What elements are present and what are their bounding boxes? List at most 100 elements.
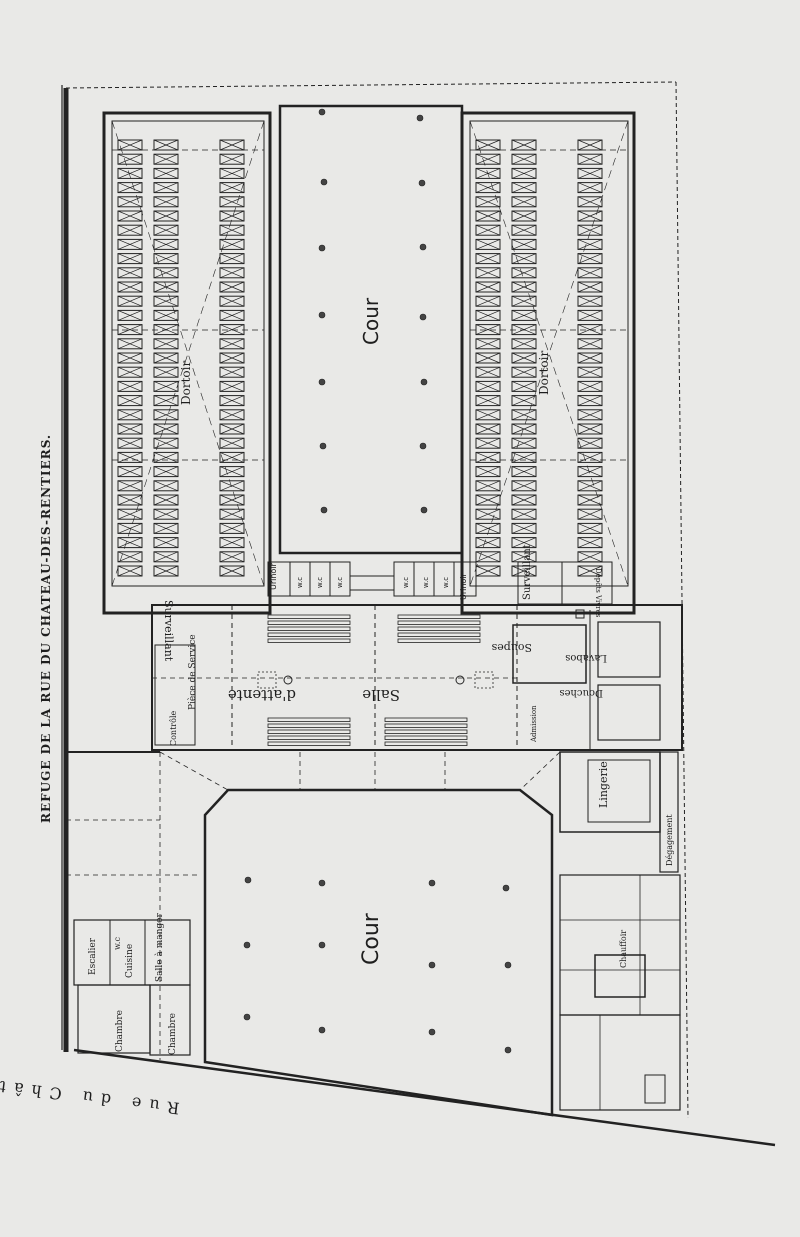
bed (577, 238, 603, 250)
bed-cross (153, 437, 179, 449)
bed (153, 437, 179, 449)
bed (475, 537, 501, 549)
bed (577, 522, 603, 534)
bed (117, 522, 143, 534)
bed-cross (577, 352, 603, 364)
tree (428, 1028, 436, 1036)
bed (475, 182, 501, 194)
bed (153, 565, 179, 577)
bed-cross (117, 551, 143, 563)
bed-cross (153, 508, 179, 520)
bed-cross (219, 267, 245, 279)
bed (475, 338, 501, 350)
bed (153, 281, 179, 293)
bed (577, 409, 603, 421)
bed (219, 380, 245, 392)
bed (511, 253, 537, 265)
bed-cross (117, 508, 143, 520)
bed-cross (153, 139, 179, 151)
bed (219, 281, 245, 293)
bench (267, 626, 351, 631)
bench (267, 614, 351, 619)
bed (577, 167, 603, 179)
tree (318, 1026, 326, 1034)
tree (418, 179, 426, 187)
bed (511, 153, 537, 165)
bed (577, 565, 603, 577)
bed (475, 451, 501, 463)
bed-cross (219, 466, 245, 477)
bed (475, 281, 501, 293)
bed (153, 352, 179, 364)
bed-cross (117, 139, 143, 151)
label-wc-3: w.c (336, 577, 344, 588)
tree (428, 879, 436, 887)
bed-cross (577, 366, 603, 378)
bed (117, 139, 143, 151)
bed (153, 409, 179, 421)
bench (267, 717, 351, 722)
bed (475, 224, 501, 236)
bed (511, 380, 537, 392)
bed-cross (475, 423, 501, 435)
bed (153, 267, 179, 279)
bed (219, 352, 245, 364)
bed (577, 537, 603, 549)
bed-cross (117, 423, 143, 435)
bed (117, 494, 143, 506)
bed (153, 395, 179, 407)
bed (153, 537, 179, 549)
bed (219, 182, 245, 194)
bench (267, 632, 351, 637)
tree (319, 442, 327, 450)
label-wc-1: w.c (296, 577, 304, 588)
bed (511, 409, 537, 421)
bench (384, 729, 468, 734)
bed-cross (475, 352, 501, 364)
bed-cross (577, 295, 603, 307)
bed (153, 466, 179, 478)
bed-cross (475, 437, 501, 449)
bed (219, 451, 245, 463)
bed (153, 480, 179, 492)
bed (511, 267, 537, 279)
bed-cross (475, 452, 501, 463)
bed-cross (577, 267, 603, 279)
bed (117, 565, 143, 577)
bed-cross (577, 338, 603, 350)
bed (511, 167, 537, 179)
room-labels: Cour Cour Dortoir Dortoir Surveillant Su… (0, 297, 674, 1118)
bed-cross (153, 182, 179, 193)
bed-cross (577, 480, 603, 492)
building-outline (61, 81, 776, 1147)
bed-cross (153, 537, 179, 548)
bed (577, 295, 603, 307)
bed-cross (577, 551, 603, 563)
bed-cross (117, 409, 143, 421)
bed (219, 480, 245, 492)
bed-cross (153, 480, 179, 492)
bed-cross (475, 310, 501, 321)
bed (219, 309, 245, 321)
bed-cross (511, 153, 537, 165)
bed-cross (511, 466, 537, 477)
tree (416, 114, 424, 122)
tree (243, 941, 251, 949)
label-cuisine: Cuisine (125, 944, 135, 978)
bed (511, 210, 537, 222)
bed-cross (219, 281, 245, 293)
bed-cross (577, 168, 603, 179)
bed-cross (511, 239, 537, 250)
bed (475, 380, 501, 392)
bed (117, 366, 143, 378)
bed (577, 366, 603, 378)
bed (511, 295, 537, 307)
bed (117, 309, 143, 321)
tree (244, 876, 252, 884)
bed-cross (475, 480, 501, 492)
bed (577, 309, 603, 321)
bed (511, 182, 537, 194)
bed-cross (475, 196, 501, 208)
label-urinoir-left: Urinoir (269, 562, 278, 590)
